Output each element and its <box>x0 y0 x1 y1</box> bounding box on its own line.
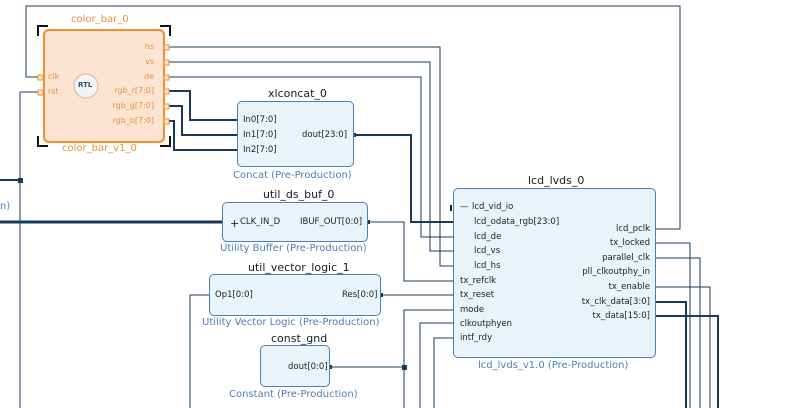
wire-vs <box>164 61 456 252</box>
wire-ibuf-out <box>368 221 456 282</box>
port-pll-clkoutphy-in: pll_clkoutphy_in <box>582 267 650 277</box>
port-clk: clk <box>48 72 60 81</box>
color-bar-title: color_bar_0 <box>71 14 129 25</box>
port-res: Res[0:0] <box>342 290 378 300</box>
port-tx-refclk: tx_refclk <box>460 276 497 286</box>
wire-parallel-clk <box>656 257 701 408</box>
port-ibuf-out: IBUF_OUT[0:0] <box>300 217 363 227</box>
selection-corners <box>37 25 171 147</box>
port-lcd-odata-rgb: lcd_odata_rgb[23:0] <box>474 217 560 227</box>
wire-intf-rdy <box>433 337 456 408</box>
port-clk-in-d: CLK_IN_D <box>240 217 281 227</box>
port-vs: vs <box>145 57 154 66</box>
port-lcd-de: lcd_de <box>474 232 502 242</box>
port-in1: In1[7:0] <box>243 130 277 140</box>
xlconcat-subtitle: Concat (Pre-Production) <box>233 170 352 181</box>
const-gnd-block[interactable] <box>260 345 330 387</box>
rtl-badge-icon <box>73 73 99 99</box>
const-gnd-subtitle: Constant (Pre-Production) <box>229 389 358 400</box>
left-clipped-label: n) <box>0 201 11 212</box>
port-lcd-vid-io: lcd_vid_io <box>472 202 514 212</box>
lcd-lvds-block[interactable] <box>453 188 656 358</box>
wire-op1 <box>189 294 212 408</box>
xlconcat-title: xlconcat_0 <box>268 87 327 100</box>
port-lcd-vs: lcd_vs <box>474 246 501 256</box>
port-tx-clk-data: tx_clk_data[3:0] <box>581 297 650 307</box>
dash-icon: — <box>460 202 469 212</box>
port-lcd-pclk: lcd_pclk <box>615 224 650 234</box>
wire-tx-locked <box>656 242 691 408</box>
wire-rgb-r <box>164 90 240 121</box>
port-de: de <box>144 72 154 81</box>
plus-icon: + <box>230 217 240 230</box>
color-bar-subtitle: color_bar_v1_0 <box>62 143 137 154</box>
vector-logic-title: util_vector_logic_1 <box>248 261 350 274</box>
port-const-dout: dout[0:0] <box>288 362 328 372</box>
wire-lcd-pclk-to-clk <box>25 5 681 230</box>
lcd-lvds-subtitle: lcd_lvds_v1.0 (Pre-Production) <box>478 360 629 371</box>
port-intf-rdy: intf_rdy <box>460 333 493 343</box>
wire-const <box>330 309 456 368</box>
ds-buf-subtitle: Utility Buffer (Pre-Production) <box>220 243 367 254</box>
wire-hs <box>164 46 456 267</box>
port-dout: dout[23:0] <box>302 130 348 140</box>
wire-tx-data <box>656 315 719 408</box>
color-bar-ports <box>37 44 170 125</box>
port-squares <box>328 133 383 369</box>
port-tx-enable: tx_enable <box>608 282 650 292</box>
port-rst: rst <box>48 87 59 96</box>
vector-logic-subtitle: Utility Vector Logic (Pre-Production) <box>202 317 380 328</box>
port-in0: In0[7:0] <box>243 115 277 125</box>
wire-tx-clk-data <box>656 301 687 408</box>
lcd-lvds-title: lcd_lvds_0 <box>528 174 585 187</box>
port-tx-data: tx_data[15:0] <box>592 311 650 321</box>
ds-buf-title: util_ds_buf_0 <box>263 188 335 201</box>
port-tx-reset: tx_reset <box>460 290 495 300</box>
port-hs: hs <box>144 42 154 51</box>
wire-de <box>164 76 456 238</box>
const-gnd-title: const_gnd <box>271 332 328 345</box>
port-rgb-g: rgb_g[7:0] <box>112 101 155 110</box>
port-rgb-r: rgb_r[7:0] <box>114 86 154 95</box>
port-parallel-clk: parallel_clk <box>602 253 650 263</box>
port-op1: Op1[0:0] <box>215 290 253 300</box>
vector-logic-block[interactable] <box>209 274 381 316</box>
rtl-badge-label: RTL <box>78 81 93 89</box>
wire-dout <box>354 134 456 223</box>
wire-clkoutphyen <box>419 322 456 408</box>
port-lcd-hs: lcd_hs <box>474 261 501 271</box>
port-mode: mode <box>460 305 485 315</box>
port-rgb-b: rgb_b[7:0] <box>112 116 155 125</box>
wire-rgb-g <box>164 105 240 136</box>
wire-tx-enable <box>656 286 711 408</box>
color-bar-block[interactable] <box>37 25 171 147</box>
xlconcat-block[interactable] <box>237 101 354 167</box>
junctions <box>18 178 407 370</box>
ds-buf-block[interactable] <box>222 202 368 242</box>
port-clkoutphyen: clkoutphyen <box>460 319 513 329</box>
port-in2: In2[7:0] <box>243 145 277 155</box>
port-tx-locked: tx_locked <box>609 238 650 248</box>
